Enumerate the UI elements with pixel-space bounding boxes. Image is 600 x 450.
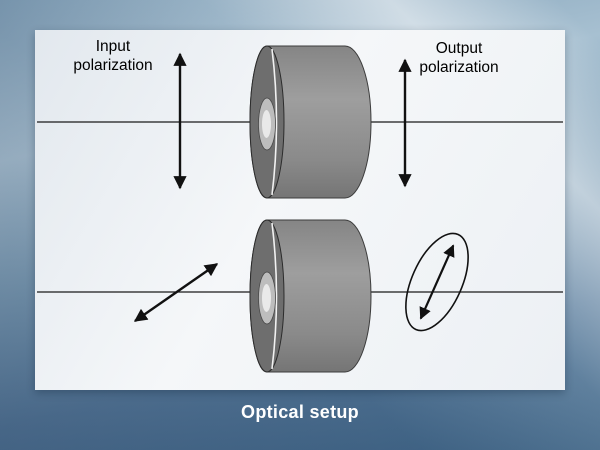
cylinder-lens-bottom: [249, 219, 372, 373]
ellipse-axis-arrow: [419, 244, 455, 320]
slide-title: Optical setup: [241, 402, 359, 422]
elliptical-polarization: [405, 232, 469, 332]
diagonal-polarization-arrow: [133, 263, 219, 322]
output-polarization-label: Output polarization: [419, 40, 499, 76]
input-polarization-label: Input polarization: [73, 38, 153, 74]
diagram-panel: Input polarization Output polarization: [35, 30, 565, 390]
optical-diagram: [37, 45, 563, 373]
polarization-ellipse: [405, 232, 469, 332]
cylinder-lens-top: [249, 45, 372, 199]
